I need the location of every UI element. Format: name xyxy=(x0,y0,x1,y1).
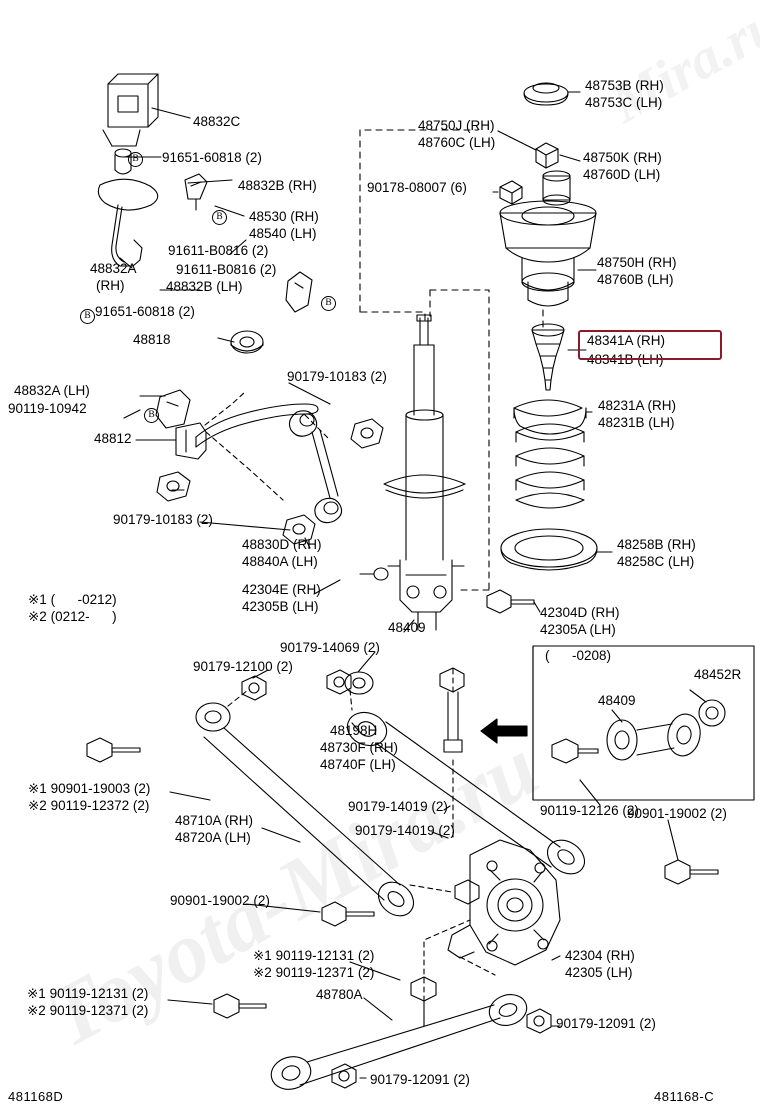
label-48231B-lh: 48231B (LH) xyxy=(598,415,675,430)
label-90179-14019-b: 90179-14019 (2) xyxy=(355,823,455,838)
label-48760B-lh: 48760B (LH) xyxy=(597,272,674,287)
label-91611-B0816-a: 91611-B0816 (2) xyxy=(168,243,269,258)
label-48832B-lh: 48832B (LH) xyxy=(166,279,243,294)
note-1: ※1 ( -0212) xyxy=(28,592,117,607)
footer-right-code: 481168-C xyxy=(654,1089,715,1104)
label-48753C-lh: 48753C (LH) xyxy=(585,95,663,110)
label-48710A-rh: 48710A (RH) xyxy=(175,813,254,828)
label-48832B-rh: 48832B (RH) xyxy=(238,178,317,193)
label-90179-12091-b: 90179-12091 (2) xyxy=(370,1072,470,1087)
label-48832C: 48832C xyxy=(193,114,241,129)
label-48832A-rh: 48832A xyxy=(90,261,137,276)
label-90901-19002-a: 90901-19002 (2) xyxy=(170,893,270,908)
label-90119-12371-a: ※2 90119-12371 (2) xyxy=(253,965,375,980)
label-48198H: 48198H xyxy=(330,723,378,738)
label-48760C-lh: 48760C (LH) xyxy=(418,135,496,150)
label-48409-a: 48409 xyxy=(388,620,426,635)
label-42305-lh: 42305 (LH) xyxy=(565,965,633,980)
label-90119-10942: 90119-10942 xyxy=(8,401,87,416)
label-48258B-rh: 48258B (RH) xyxy=(617,537,696,552)
circle-mark-b-1: B xyxy=(128,152,143,167)
label-90179-12100: 90179-12100 (2) xyxy=(193,659,293,674)
label-48818: 48818 xyxy=(133,332,171,347)
label-90119-12126: 90119-12126 (2) xyxy=(540,803,639,818)
label-91651-60818-a: 91651-60818 (2) xyxy=(162,150,262,165)
label-90179-10183-a: 90179-10183 (2) xyxy=(287,369,387,384)
label-42305A-lh: 42305A (LH) xyxy=(540,622,616,637)
label-90179-14019-a: 90179-14019 (2) xyxy=(348,799,448,814)
label-48830D-rh: 48830D (RH) xyxy=(242,537,322,552)
label-48452R: 48452R xyxy=(694,667,742,682)
label-90119-12372: ※2 90119-12372 (2) xyxy=(28,798,150,813)
label-90119-12131-a: ※1 90119-12131 (2) xyxy=(253,948,375,963)
label-48231A-rh: 48231A (RH) xyxy=(598,398,677,413)
label-90119-12131-b: ※1 90119-12131 (2) xyxy=(27,986,149,1001)
label-90178-08007: 90178-08007 (6) xyxy=(367,180,467,195)
label-42304-rh: 42304 (RH) xyxy=(565,948,635,963)
label-91651-60818-b: 91651-60818 (2) xyxy=(95,304,195,319)
label-48540-lh: 48540 (LH) xyxy=(249,226,317,241)
label-48341B-lh: 48341B (LH) xyxy=(587,352,664,367)
label-42304D-rh: 42304D (RH) xyxy=(540,605,620,620)
label-90179-10183-b: 90179-10183 (2) xyxy=(113,512,213,527)
footer-left-code: 481168D xyxy=(8,1089,64,1104)
label-48753B-rh: 48753B (RH) xyxy=(585,78,664,93)
label-42304E-rh: 42304E (RH) xyxy=(242,582,321,597)
note-inset-range: ( -0208) xyxy=(545,648,612,663)
label-48840A-lh: 48840A (LH) xyxy=(242,554,318,569)
label-48341A-rh: 48341A (RH) xyxy=(587,333,666,348)
label-48780A: 48780A xyxy=(316,987,363,1002)
label-48530-rh: 48530 (RH) xyxy=(249,209,319,224)
label-90179-12091-a: 90179-12091 (2) xyxy=(556,1016,656,1031)
label-48409-b: 48409 xyxy=(598,693,636,708)
label-48750J-rh: 48750J (RH) xyxy=(418,118,495,133)
circle-mark-b-4: B xyxy=(80,309,95,324)
label-90119-12371-b: ※2 90119-12371 (2) xyxy=(27,1003,149,1018)
label-48760D-lh: 48760D (LH) xyxy=(583,167,661,182)
label-90901-19002-b: 90901-19002 (2) xyxy=(627,806,727,821)
label-48750H-rh: 48750H (RH) xyxy=(597,255,677,270)
label-48258C-lh: 48258C (LH) xyxy=(617,554,695,569)
label-48740F-lh: 48740F (LH) xyxy=(320,757,396,772)
circle-mark-b-3: B xyxy=(321,296,336,311)
label-48720A-lh: 48720A (LH) xyxy=(175,830,251,845)
label-48812: 48812 xyxy=(94,431,132,446)
label-48730F-rh: 48730F (RH) xyxy=(320,740,399,755)
label-91611-B0816-b: 91611-B0816 (2) xyxy=(176,262,277,277)
label-90179-14069: 90179-14069 (2) xyxy=(280,640,380,655)
label-48832A-rh-suffix: (RH) xyxy=(96,278,125,293)
circle-mark-b-5: B xyxy=(144,408,159,423)
circle-mark-b-2: B xyxy=(212,210,227,225)
label-42305B-lh: 42305B (LH) xyxy=(242,599,319,614)
note-2: ※2 (0212- ) xyxy=(28,609,117,624)
label-90901-19003: ※1 90901-19003 (2) xyxy=(28,781,151,796)
label-48832A-lh: 48832A (LH) xyxy=(14,383,90,398)
label-48750K-rh: 48750K (RH) xyxy=(583,150,662,165)
